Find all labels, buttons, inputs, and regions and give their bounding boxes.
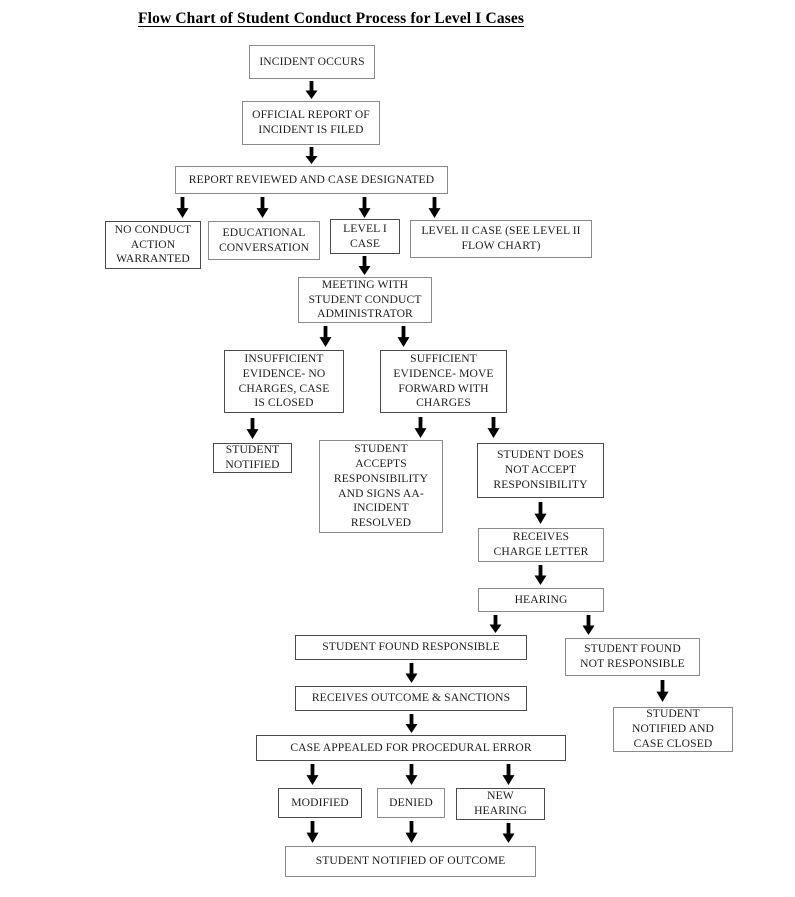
arrow-appealed-to-new-hearing xyxy=(502,764,515,785)
node-official-report[interactable]: OFFICIAL REPORT OF INCIDENT IS FILED xyxy=(242,101,380,145)
node-label: NO CONDUCT ACTION WARRANTED xyxy=(114,222,192,266)
arrow-incident-to-report xyxy=(305,81,318,99)
node-case-appealed[interactable]: CASE APPEALED FOR PROCEDURAL ERROR xyxy=(256,735,566,761)
node-no-conduct-action[interactable]: NO CONDUCT ACTION WARRANTED xyxy=(105,221,201,269)
node-label: LEVEL II CASE (SEE LEVEL II FLOW CHART) xyxy=(421,224,581,252)
node-incident-occurs[interactable]: INCIDENT OCCURS xyxy=(249,45,375,79)
arrow-hearing-to-found-responsible xyxy=(489,615,502,633)
node-label: RECEIVES CHARGE LETTER xyxy=(493,530,589,558)
node-label: REPORT REVIEWED AND CASE DESIGNATED xyxy=(188,172,435,186)
node-label: STUDENT NOTIFIED AND CASE CLOSED xyxy=(631,707,715,750)
node-student-notified-case-closed[interactable]: STUDENT NOTIFIED AND CASE CLOSED xyxy=(613,707,733,752)
node-label: STUDENT FOUND NOT RESPONSIBLE xyxy=(580,642,685,670)
node-hearing[interactable]: HEARING xyxy=(478,588,604,612)
arrow-report-to-reviewed xyxy=(305,147,318,164)
arrow-reviewed-to-level-i xyxy=(358,197,371,218)
node-label: INCIDENT OCCURS xyxy=(259,54,365,68)
arrow-level-i-to-meeting xyxy=(358,256,371,275)
node-student-found-not-responsible[interactable]: STUDENT FOUND NOT RESPONSIBLE xyxy=(565,638,700,676)
node-label: RECEIVES OUTCOME & SANCTIONS xyxy=(311,691,511,705)
arrow-reviewed-to-no-conduct xyxy=(176,197,189,218)
arrow-appealed-to-denied xyxy=(405,764,418,785)
node-insufficient-evidence[interactable]: INSUFFICIENT EVIDENCE- NO CHARGES, CASE … xyxy=(224,350,344,413)
arrow-insufficient-to-student-notified xyxy=(246,418,259,439)
node-label: OFFICIAL REPORT OF INCIDENT IS FILED xyxy=(252,108,370,136)
node-label: CASE APPEALED FOR PROCEDURAL ERROR xyxy=(290,740,532,754)
node-label: STUDENT NOTIFIED OF OUTCOME xyxy=(315,854,506,868)
node-label: STUDENT NOTIFIED xyxy=(225,443,280,471)
arrow-reviewed-to-level-ii xyxy=(428,197,441,218)
node-educational-conversation[interactable]: EDUCATIONAL CONVERSATION xyxy=(208,221,320,260)
node-label: SUFFICIENT EVIDENCE- MOVE FORWARD WITH C… xyxy=(393,351,494,410)
node-level-i-case[interactable]: LEVEL I CASE xyxy=(330,219,400,254)
node-meeting-administrator[interactable]: MEETING WITH STUDENT CONDUCT ADMINISTRAT… xyxy=(298,277,432,323)
node-receives-charge-letter[interactable]: RECEIVES CHARGE LETTER xyxy=(478,528,604,562)
node-label: STUDENT DOES NOT ACCEPT RESPONSIBILITY xyxy=(493,448,588,491)
node-label: HEARING xyxy=(514,592,568,606)
node-label: DENIED xyxy=(389,795,433,809)
arrow-charge-letter-to-hearing xyxy=(534,565,547,585)
arrow-outcome-to-case-appealed xyxy=(405,714,418,733)
arrow-hearing-to-not-responsible xyxy=(582,615,595,635)
arrow-meeting-to-sufficient xyxy=(397,326,410,347)
node-new-hearing[interactable]: NEW HEARING xyxy=(456,788,545,820)
node-level-ii-case[interactable]: LEVEL II CASE (SEE LEVEL II FLOW CHART) xyxy=(410,220,592,258)
arrow-sufficient-to-not-accept xyxy=(487,417,500,438)
node-label: MEETING WITH STUDENT CONDUCT ADMINISTRAT… xyxy=(308,277,422,321)
arrow-appealed-to-modified xyxy=(306,764,319,785)
node-student-notified-of-outcome[interactable]: STUDENT NOTIFIED OF OUTCOME xyxy=(285,846,536,877)
arrow-responsible-to-outcome xyxy=(405,663,418,683)
node-label: STUDENT ACCEPTS RESPONSIBILITY AND SIGNS… xyxy=(333,442,429,530)
node-student-does-not-accept[interactable]: STUDENT DOES NOT ACCEPT RESPONSIBILITY xyxy=(477,443,604,498)
node-label: MODIFIED xyxy=(291,795,349,809)
node-student-notified[interactable]: STUDENT NOTIFIED xyxy=(213,443,292,473)
node-label: EDUCATIONAL CONVERSATION xyxy=(218,225,310,254)
page-title: Flow Chart of Student Conduct Process fo… xyxy=(138,10,525,27)
node-label: STUDENT FOUND RESPONSIBLE xyxy=(322,640,500,654)
arrow-modified-to-notified-outcome xyxy=(306,821,319,843)
node-student-accepts-responsibility[interactable]: STUDENT ACCEPTS RESPONSIBILITY AND SIGNS… xyxy=(319,440,443,533)
arrow-sufficient-to-student-accepts xyxy=(414,417,427,438)
node-modified[interactable]: MODIFIED xyxy=(278,788,362,818)
arrow-denied-to-notified-outcome xyxy=(405,821,418,843)
arrow-reviewed-to-educational xyxy=(256,197,269,218)
arrow-new-hearing-to-notified-outcome xyxy=(502,823,515,843)
node-student-found-responsible[interactable]: STUDENT FOUND RESPONSIBLE xyxy=(295,635,527,660)
node-label: NEW HEARING xyxy=(474,789,527,817)
node-sufficient-evidence[interactable]: SUFFICIENT EVIDENCE- MOVE FORWARD WITH C… xyxy=(380,350,507,413)
arrow-not-accept-to-charge-letter xyxy=(534,502,547,524)
arrow-not-responsible-to-case-closed xyxy=(656,680,669,702)
node-label: LEVEL I CASE xyxy=(343,221,387,250)
node-report-reviewed[interactable]: REPORT REVIEWED AND CASE DESIGNATED xyxy=(175,166,448,194)
node-label: INSUFFICIENT EVIDENCE- NO CHARGES, CASE … xyxy=(238,351,330,410)
arrow-meeting-to-insufficient xyxy=(319,326,332,347)
node-denied[interactable]: DENIED xyxy=(377,788,445,818)
node-receives-outcome-sanctions[interactable]: RECEIVES OUTCOME & SANCTIONS xyxy=(295,686,527,711)
